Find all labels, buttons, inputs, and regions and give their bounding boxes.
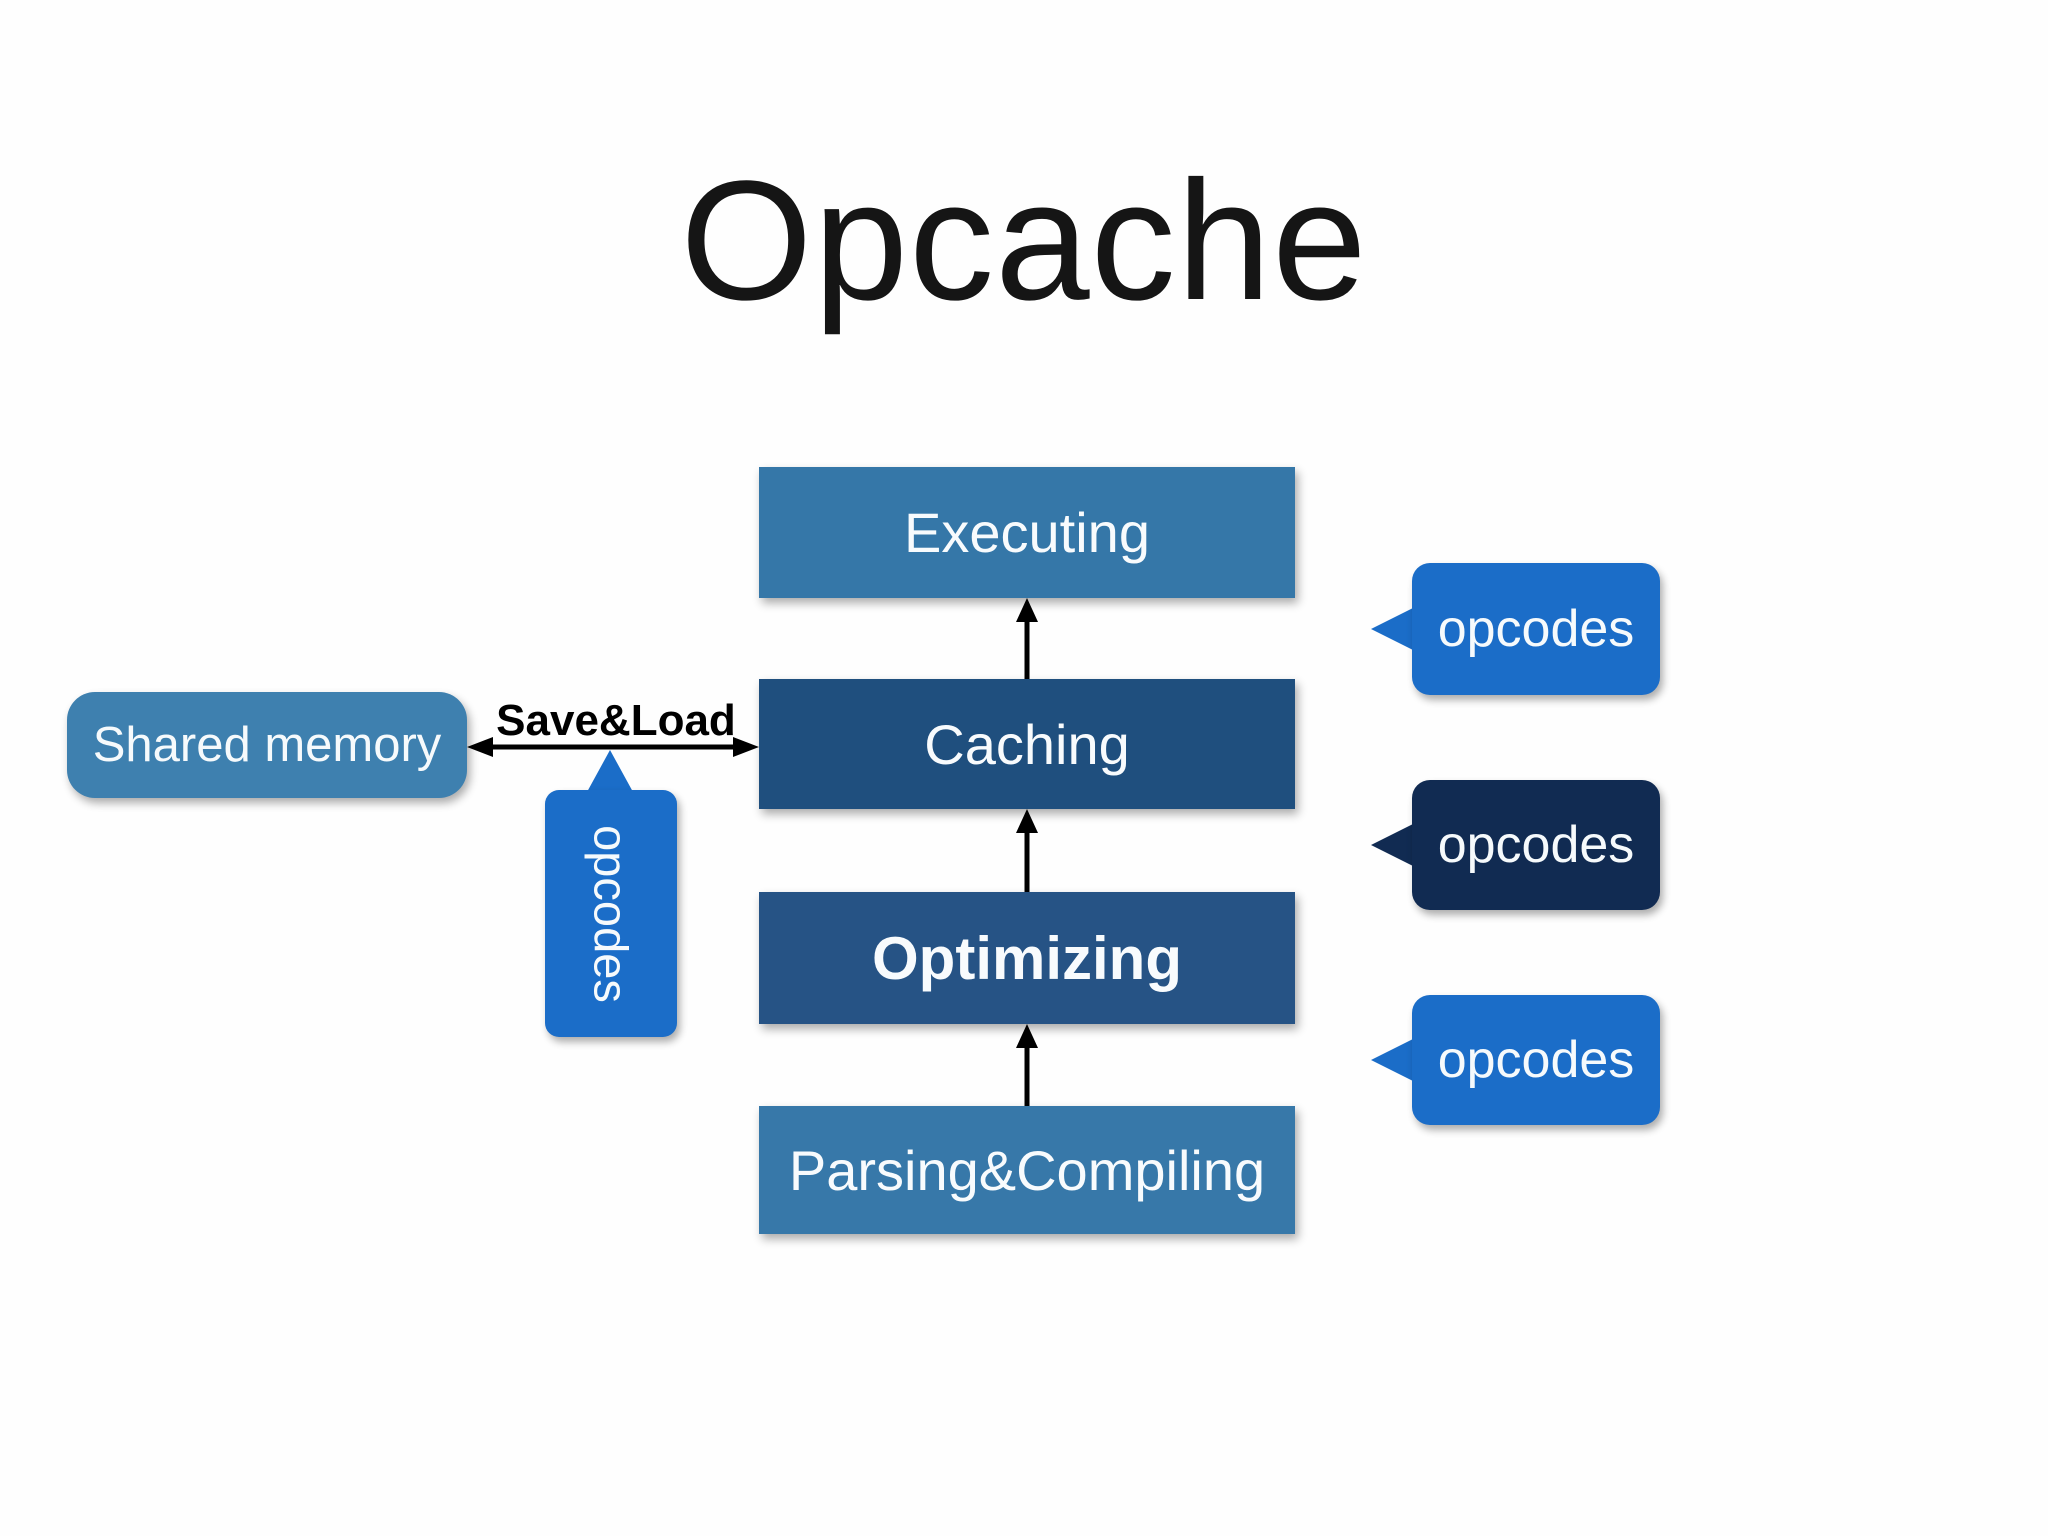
arrow-up-caching-to-executing-icon [1016,598,1038,679]
arrow-bidirectional-shared-memory-caching-icon [467,737,759,757]
pipeline-box-optimizing: Optimizing [759,892,1295,1024]
opcodes-bubble-2: opcodes [1412,780,1660,910]
pipeline-box-executing: Executing [759,467,1295,598]
save-load-label: Save&Load [496,696,736,745]
arrow-up-optimizing-to-caching-icon [1016,809,1038,892]
opcodes-bubble-left-label: opcodes [584,824,638,1003]
shared-memory-box: Shared memory [67,692,467,798]
opcodes-bubble-3: opcodes [1412,995,1660,1125]
opcodes-bubble-left: opcodes [545,790,677,1037]
opcodes-bubble-3-tail-icon [1371,1039,1413,1081]
opcodes-bubble-2-tail-icon [1371,824,1413,866]
page-title: Opcache [680,146,1368,336]
pipeline-box-caching: Caching [759,679,1295,809]
arrow-up-parsing-to-optimizing-icon [1016,1024,1038,1106]
opcodes-bubble-1: opcodes [1412,563,1660,695]
opcodes-bubble-1-tail-icon [1371,608,1413,650]
pipeline-box-parsing-compiling: Parsing&Compiling [759,1106,1295,1234]
opcodes-bubble-left-tail-icon [587,750,633,792]
